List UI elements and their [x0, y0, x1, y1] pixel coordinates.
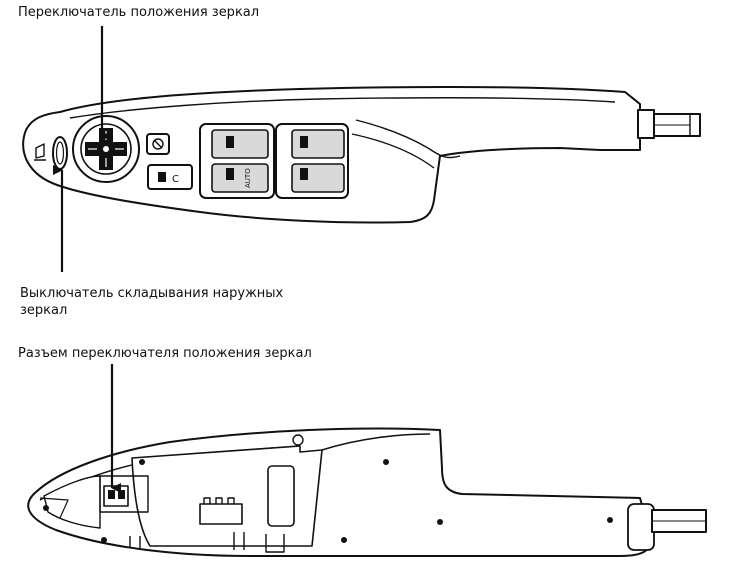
mirror-switch-connector — [103, 485, 129, 507]
rear-screw — [383, 459, 389, 465]
mirror-fold-icon — [34, 143, 46, 161]
rear-end-plug-base — [627, 503, 655, 551]
panel-right-contour — [351, 133, 435, 169]
rear-main-connector — [199, 497, 243, 525]
switch-panel-rear-view — [27, 427, 707, 557]
switch-panel-top-view — [22, 86, 701, 224]
rear-body-shell — [321, 433, 431, 451]
window-button-passenger[interactable] — [291, 129, 345, 159]
rear-bottom-components — [129, 532, 285, 553]
label-mirror-fold-switch-line2: зеркал — [20, 303, 68, 318]
rear-screw — [607, 517, 613, 523]
label-mirror-position-switch: Переключатель положения зеркал — [18, 5, 260, 20]
label-mirror-fold-switch-line1: Выключатель складывания наружных — [20, 286, 284, 301]
rear-screw — [292, 434, 304, 446]
child-lock-mark: C — [172, 174, 179, 185]
window-button-driver-auto[interactable] — [211, 163, 269, 193]
rear-screw — [341, 537, 347, 543]
window-lock-button[interactable] — [146, 133, 170, 155]
auto-button-mark: AUTO — [244, 168, 252, 188]
panel-right-contour-2 — [355, 119, 461, 159]
rear-screw — [437, 519, 443, 525]
rear-screw — [101, 537, 107, 543]
mirror-position-switch[interactable] — [72, 115, 140, 183]
rear-screw — [43, 505, 49, 511]
rear-bracket — [99, 475, 149, 513]
window-button-rear[interactable] — [291, 163, 345, 193]
panel-end-plug-base — [637, 109, 655, 139]
child-lock-button[interactable] — [147, 164, 193, 190]
panel-inner-contour — [69, 97, 616, 119]
rear-port — [267, 465, 295, 527]
label-mirror-fold-switch: Выключатель складывания наружных зеркал — [20, 285, 283, 319]
rear-screw — [139, 459, 145, 465]
window-button-driver[interactable] — [211, 129, 269, 159]
rear-nose-recess — [43, 475, 101, 529]
label-mirror-switch-connector: Разъем переключателя положения зеркал — [18, 346, 312, 361]
